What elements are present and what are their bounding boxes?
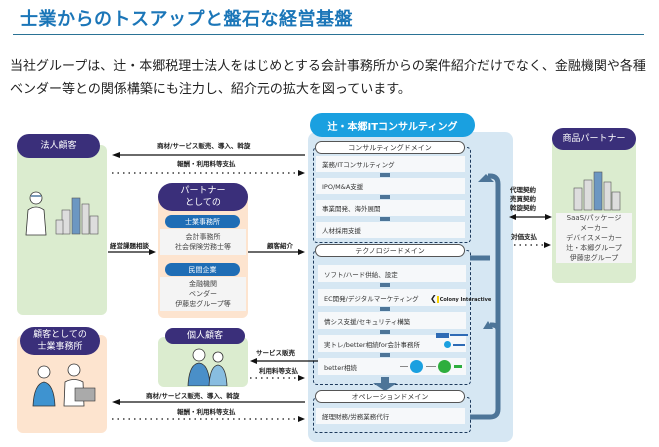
arrowhead [298, 249, 305, 255]
arrowhead [545, 214, 552, 220]
feedback-loop-arrows [470, 173, 501, 420]
arrowhead [298, 375, 305, 381]
label-bottom-pay: 報酬・利用料等支払 [177, 408, 236, 416]
corporate-client-label: 法人顧客 [17, 134, 100, 158]
product-partner-item: 伊藤忠グループ [569, 254, 619, 262]
arrowhead [509, 214, 516, 220]
operation-domain-title: オペレーションドメイン [315, 390, 465, 403]
product-partner-list: SaaS/パッケージ メーカー デバイスメーカー 辻・本郷グループ 伊藤忠グルー… [556, 213, 632, 263]
consulting-item: 業務/ITコンサルティング [316, 156, 465, 172]
consulting-item: IPO/M&A支援 [316, 178, 465, 194]
connector [380, 353, 390, 357]
label-referral: 顧客紹介 [267, 242, 293, 250]
partner-private-item: ベンダー [189, 290, 217, 298]
technology-domain-title: テクノロジードメイン [315, 244, 465, 257]
connector [380, 330, 390, 334]
partner-tag-private: 民間企業 [165, 263, 240, 276]
label-contracts: 代理契約 売買契約 斡旋契約 [510, 186, 536, 213]
jitsu-tore-logo [436, 333, 472, 350]
label-consideration: 対価支払 [511, 233, 537, 241]
center-title: 辻・本郷ITコンサルティング [310, 113, 475, 137]
arrowhead [250, 358, 257, 364]
partner-private-list: 金融機関 ベンダー 伊藤忠グループ等 [160, 277, 246, 311]
technology-item: better相続 [318, 358, 466, 375]
technology-item: EC開発/デジタルマーケティング [318, 289, 466, 306]
buildings-illustration [568, 170, 623, 212]
arrowhead [112, 399, 120, 405]
advisor-client-label-line2: 士業事務所 [37, 342, 83, 352]
connector [380, 283, 390, 287]
partner-advisors-list: 会計事務所 社会保険労務士等 [160, 229, 246, 255]
partner-label-line1: パートナー [180, 186, 226, 196]
advisor-client-label: 顧客としての 士業事務所 [20, 327, 100, 355]
product-partner-item: メーカー [580, 224, 608, 232]
connector [380, 195, 390, 199]
individual-client-label: 個人顧客 [165, 328, 245, 344]
partner-private-item: 金融機関 [189, 280, 217, 288]
product-partner-label: 商品パートナー [552, 128, 636, 150]
arrowhead [149, 249, 156, 255]
connector [380, 307, 390, 311]
colony-interactive-logo: ❮Colony Interactive [430, 294, 492, 303]
contract-type: 売買契約 [510, 195, 536, 203]
advisor-client-label-line1: 顧客としての [33, 330, 87, 340]
lead-paragraph: 当社グループは、辻・本郷税理士法人をはじめとする会計事務所からの案件紹介だけでな… [10, 59, 646, 97]
businessman-and-buildings-illustration [22, 190, 102, 240]
label-consult: 経営課題相談 [110, 242, 149, 250]
better-souzoku-logos [400, 359, 466, 374]
connector [380, 217, 390, 221]
down-arrow-icon [373, 376, 397, 395]
contract-type: 代理契約 [510, 186, 536, 194]
contract-type: 斡旋契約 [510, 204, 536, 212]
title-divider-right [13, 34, 644, 35]
connector [380, 173, 390, 177]
technology-item: ソフト/ハード供給、設定 [318, 265, 466, 282]
consulting-domain-title: コンサルティングドメイン [315, 141, 465, 154]
partner-label-line2: としての [185, 198, 221, 208]
label-top-pay: 報酬・利用料等支払 [177, 160, 236, 168]
arrowhead [544, 242, 551, 248]
colony-logo-text: Colony Interactive [439, 297, 492, 303]
partner-advisors-item: 社会保険労務士等 [175, 243, 231, 251]
partner-tag-advisors: 士業事務所 [165, 215, 240, 228]
consulting-item: 事業開発、海外展開 [316, 200, 465, 216]
office-workers-illustration [30, 362, 100, 407]
partner-advisors-item: 会計事務所 [185, 233, 221, 241]
product-partner-item: SaaS/パッケージ [566, 214, 622, 222]
arrowhead [112, 152, 120, 158]
arrowhead [298, 416, 305, 422]
label-top-sale: 商材/サービス販売、導入、斡旋 [157, 142, 251, 150]
technology-item: 情シス支援/セキュリティ構築 [318, 312, 466, 329]
couple-illustration [185, 346, 230, 387]
technology-item: 実トレ/better相続for会計事務所 [318, 335, 466, 352]
page-title: 士業からのトスアップと盤石な経営基盤 [20, 9, 353, 30]
partner-label: パートナー としての [158, 183, 248, 211]
arrowhead [298, 170, 305, 176]
label-service-sale: サービス販売 [256, 349, 295, 357]
consulting-item: 人材採用支援 [316, 222, 465, 238]
product-partner-item: デバイスメーカー [566, 234, 622, 242]
operation-item: 経理財務/労務業務代行 [316, 408, 465, 424]
partner-private-item: 伊藤忠グループ等 [175, 300, 231, 308]
label-usage-pay: 利用料等支払 [259, 367, 298, 375]
label-bottom-sale: 商材/サービス販売、導入、斡旋 [146, 392, 240, 400]
product-partner-item: 辻・本郷グループ [566, 244, 622, 252]
